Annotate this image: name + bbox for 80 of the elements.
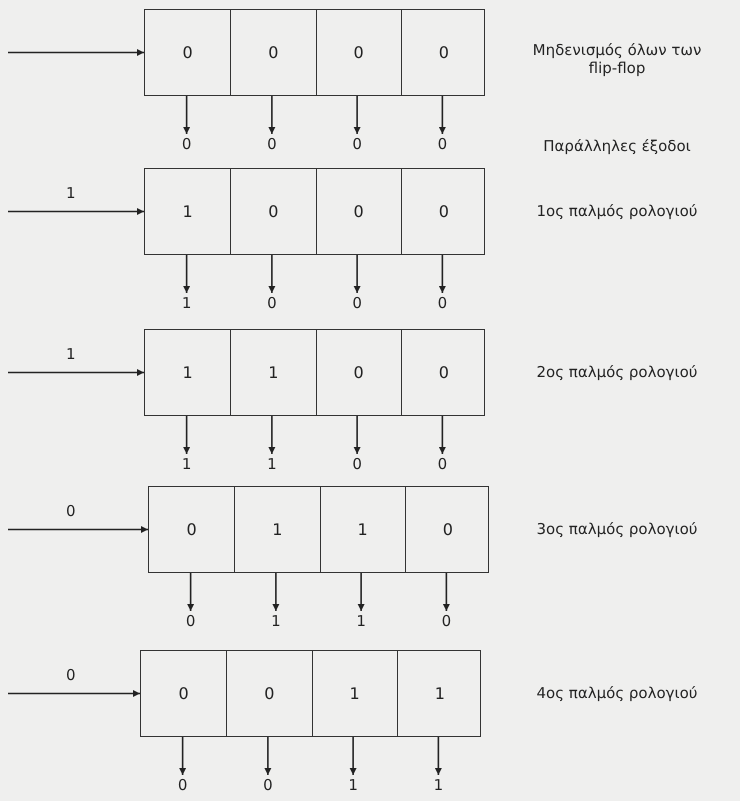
arrow xyxy=(187,572,194,611)
arrow xyxy=(183,95,190,134)
register-caption: 1ος παλμός ρολογιού xyxy=(536,202,698,220)
output-bit: 1 xyxy=(343,775,364,795)
arrow xyxy=(442,572,450,611)
output-bit: 0 xyxy=(432,134,452,154)
output-bit: 0 xyxy=(432,454,452,474)
output-bit: 0 xyxy=(347,134,368,154)
output-bit: 1 xyxy=(428,775,448,795)
flip-flop-cell: 1 xyxy=(145,169,230,254)
arrow xyxy=(179,736,186,775)
edge-label: 0 xyxy=(66,666,76,684)
arrow xyxy=(438,415,446,454)
output-bit: 0 xyxy=(172,775,193,795)
flip-flop-cell: 0 xyxy=(316,169,401,254)
flip-flop-cell: 0 xyxy=(404,487,490,572)
shift-register xyxy=(144,168,485,255)
flip-flop-cell: 0 xyxy=(400,10,486,95)
output-bit: 1 xyxy=(176,293,197,313)
flip-flop-cell: 1 xyxy=(396,651,482,736)
shift-register xyxy=(144,329,485,416)
flip-flop-cell: 0 xyxy=(316,10,401,95)
arrow xyxy=(268,415,276,454)
arrow xyxy=(438,95,446,134)
arrow xyxy=(8,526,148,533)
flip-flop-cell: 0 xyxy=(145,10,230,95)
edge-label: 0 xyxy=(66,502,76,520)
arrow xyxy=(8,369,144,376)
arrow xyxy=(264,736,272,775)
arrow xyxy=(8,208,144,215)
outputs-caption: Παράλληλες έξοδοι xyxy=(542,137,692,155)
shift-register xyxy=(144,9,485,96)
output-bit: 0 xyxy=(262,134,282,154)
arrow xyxy=(8,690,140,697)
arrow xyxy=(272,572,280,611)
arrow xyxy=(268,254,276,293)
arrow xyxy=(350,736,357,775)
output-bit: 0 xyxy=(176,134,197,154)
flip-flop-cell: 0 xyxy=(316,330,401,415)
arrow xyxy=(183,415,190,454)
arrow xyxy=(434,736,442,775)
flip-flop-cell: 0 xyxy=(149,487,234,572)
output-bit: 0 xyxy=(180,611,201,631)
edge-label: 1 xyxy=(66,184,76,202)
flip-flop-cell: 0 xyxy=(141,651,226,736)
arrow xyxy=(354,95,361,134)
arrow xyxy=(358,572,365,611)
output-bit: 0 xyxy=(436,611,456,631)
output-bit: 1 xyxy=(351,611,372,631)
flip-flop-cell: 1 xyxy=(312,651,397,736)
flip-flop-cell: 0 xyxy=(230,10,316,95)
arrow xyxy=(354,415,361,454)
register-caption: 2ος παλμός ρολογιού xyxy=(536,363,698,381)
register-caption: 3ος παλμός ρολογιού xyxy=(536,520,698,538)
arrow xyxy=(438,254,446,293)
flip-flop-cell: 1 xyxy=(320,487,405,572)
flip-flop-cell: 0 xyxy=(230,169,316,254)
output-bit: 0 xyxy=(347,454,368,474)
flip-flop-cell: 0 xyxy=(400,169,486,254)
edge-label: 1 xyxy=(66,344,76,362)
register-caption: Μηδενισμός όλων των flip-flop xyxy=(532,41,702,77)
output-bit: 0 xyxy=(347,293,368,313)
flip-flop-cell: 0 xyxy=(226,651,312,736)
shift-register xyxy=(148,486,489,573)
flip-flop-cell: 0 xyxy=(400,330,486,415)
output-bit: 1 xyxy=(262,454,282,474)
output-bit: 1 xyxy=(176,454,197,474)
output-bit: 0 xyxy=(262,293,282,313)
arrow xyxy=(8,49,144,56)
arrow xyxy=(268,95,276,134)
output-bit: 1 xyxy=(266,611,286,631)
arrow xyxy=(354,254,361,293)
register-caption: 4ος παλμός ρολογιού xyxy=(536,684,698,702)
flip-flop-cell: 1 xyxy=(145,330,230,415)
flip-flop-cell: 1 xyxy=(230,330,316,415)
flip-flop-cell: 1 xyxy=(234,487,320,572)
shift-register xyxy=(140,650,481,737)
output-bit: 0 xyxy=(432,293,452,313)
arrow xyxy=(183,254,190,293)
output-bit: 0 xyxy=(258,775,278,795)
